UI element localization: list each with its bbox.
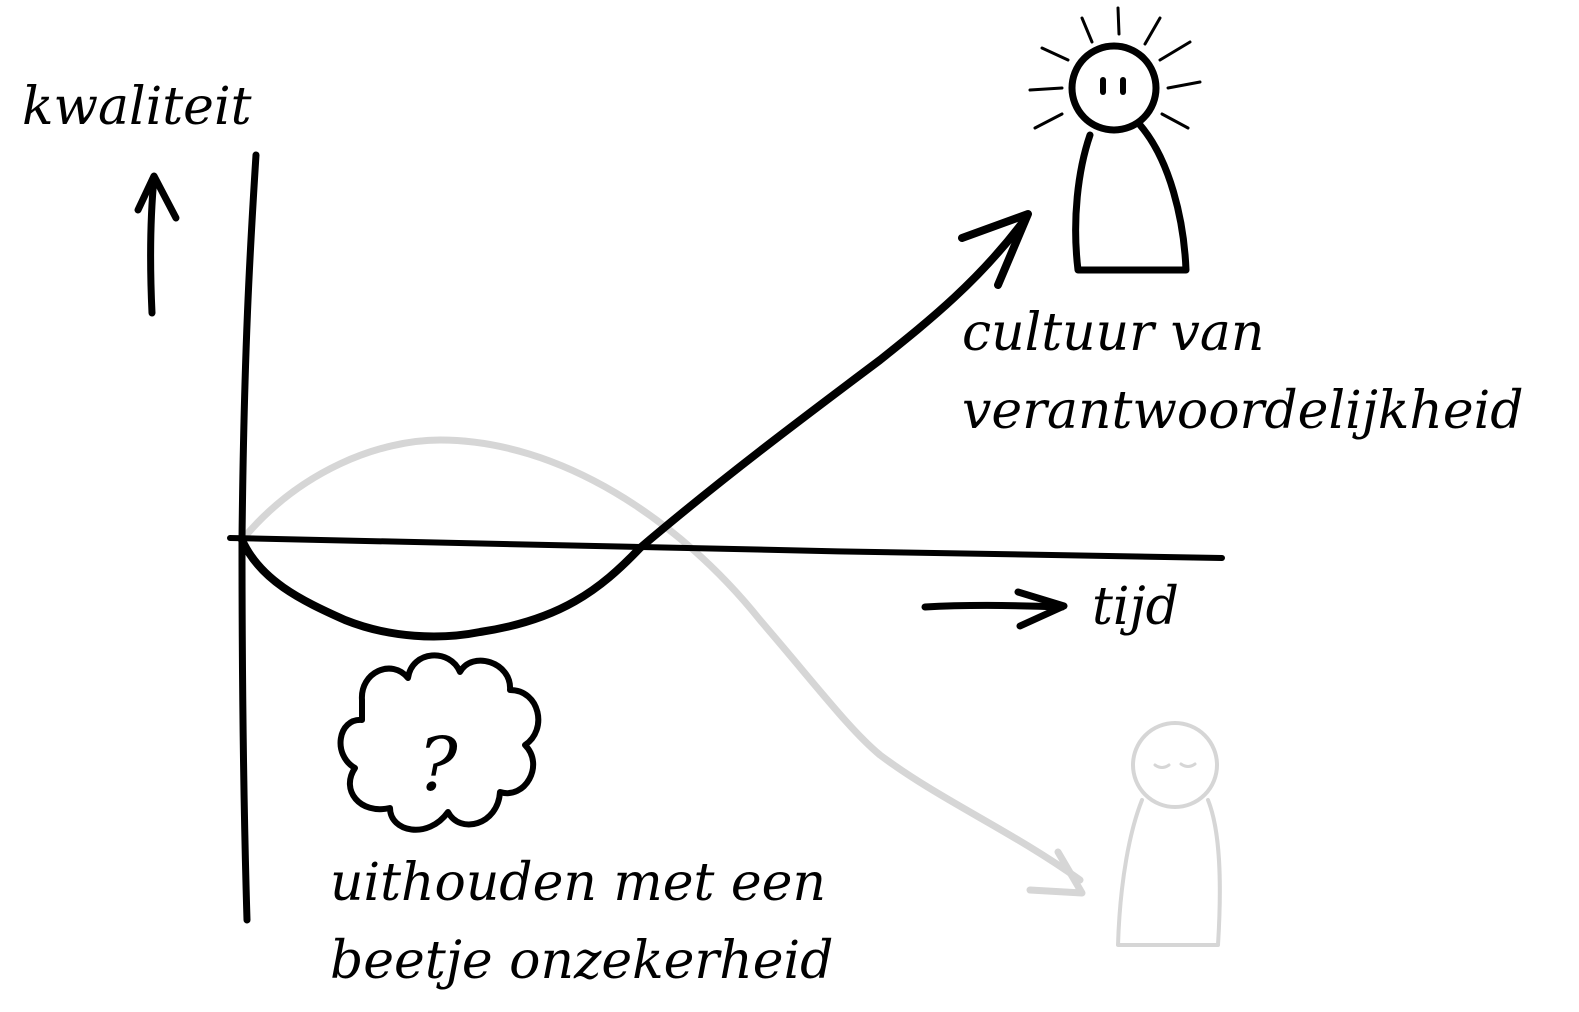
dip-label-line2: beetje onzekerheid [330, 931, 833, 991]
cloud-question-mark: ? [418, 722, 459, 808]
faded-arrow-head [1026, 848, 1086, 897]
x-direction-arrow [921, 588, 1068, 630]
goal-label-line2: verantwoordelijkheid [962, 381, 1524, 441]
y-direction-arrow [134, 172, 180, 317]
question-cloud-icon: ? [337, 652, 542, 833]
y-axis-label: kwaliteit [22, 77, 252, 137]
main-quality-curve [238, 214, 1030, 641]
faded-decline-curve [238, 436, 1084, 884]
radiant-person-icon [1028, 6, 1202, 274]
x-axis-line [227, 535, 1225, 561]
x-axis-label: tijd [1092, 577, 1179, 637]
faded-person-icon [1116, 721, 1222, 947]
dip-label-line1: uithouden met een [330, 853, 826, 913]
main-curve-arrow-head [958, 210, 1032, 289]
goal-label-line1: cultuur van [962, 303, 1264, 363]
